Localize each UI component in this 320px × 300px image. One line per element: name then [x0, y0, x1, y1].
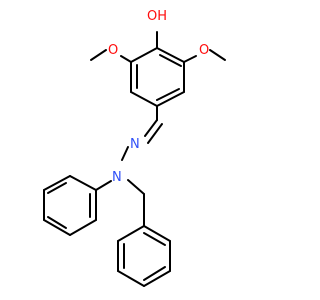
- bond: [156, 91, 185, 107]
- bond: [121, 146, 129, 161]
- bond: [120, 55, 132, 63]
- benzyl-ring: [117, 225, 171, 287]
- bond: [47, 216, 67, 229]
- bond: [69, 175, 97, 191]
- bond: [117, 225, 145, 242]
- n-phenyl-ring: [43, 175, 97, 236]
- bond: [95, 180, 112, 191]
- bond: [69, 219, 97, 236]
- phenol-ring: [130, 31, 185, 107]
- molecule-diagram: OH O O N N: [43, 9, 226, 287]
- bond: [127, 179, 145, 195]
- bond: [143, 225, 171, 242]
- bond: [130, 47, 158, 63]
- bond: [156, 47, 185, 63]
- left-methoxy-oxygen-label: O: [108, 43, 118, 58]
- hydroxyl-label: OH: [147, 9, 167, 24]
- bond: [47, 182, 67, 194]
- bond: [156, 88, 180, 101]
- bond: [143, 266, 166, 281]
- right-methoxy-group: [183, 49, 226, 63]
- bond: [144, 119, 158, 137]
- right-methoxy-oxygen-label: O: [199, 43, 209, 58]
- bond: [130, 91, 158, 107]
- bond: [159, 54, 182, 67]
- bond: [117, 270, 145, 287]
- bond: [147, 123, 163, 144]
- bond: [43, 219, 71, 236]
- imine-nitrogen-label: N: [130, 137, 140, 152]
- left-methoxy-group: [90, 49, 132, 63]
- bond: [143, 232, 166, 246]
- bond: [43, 175, 71, 191]
- hydrazine-nitrogen-label: N: [112, 170, 122, 185]
- bond: [90, 49, 107, 61]
- hydrazone-linker: [95, 105, 163, 227]
- bond: [143, 270, 171, 287]
- bond: [209, 49, 226, 61]
- structure-drawing: OH O O N N: [43, 9, 226, 287]
- bond: [183, 55, 197, 63]
